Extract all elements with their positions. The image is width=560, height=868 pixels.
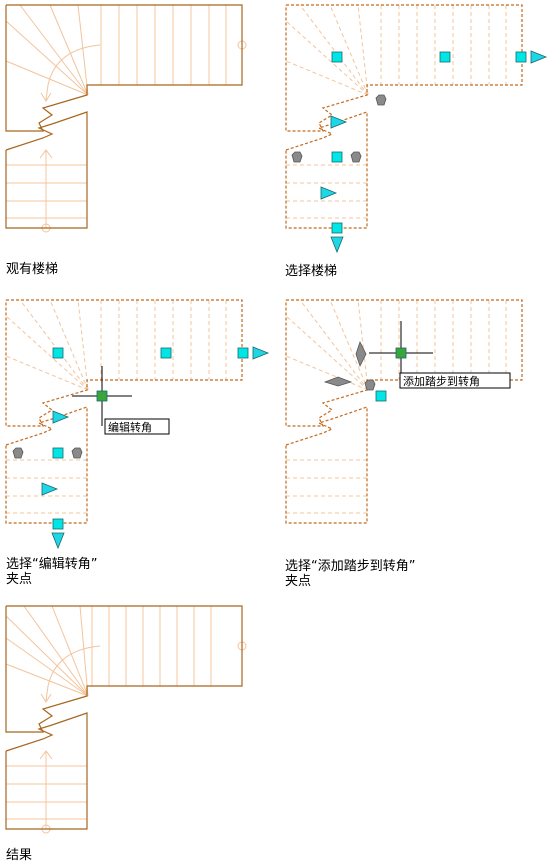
grip-triangle-icon [252,346,270,360]
winder-line [357,4,369,96]
grip-square-icon [439,51,451,63]
winder-line [285,20,369,96]
winder-line [299,299,369,391]
grip-gray-hexagon-icon [323,376,353,387]
stair-outline [5,299,243,524]
walk-arrowhead [40,92,52,102]
winder-line [5,355,89,391]
winder-line [5,315,89,391]
lower-arrowhead [39,149,53,159]
tooltip-add-tread-box [399,372,511,389]
winder-line [357,299,369,391]
tooltip-add-tread: 添加踏步到转角 [403,374,480,388]
stair-edit-corner [5,299,243,524]
grip-triangle-icon [320,186,338,200]
caption-select-add-grip: 选择“添加踏步到转角” 夹点 [285,559,416,589]
winder-line [79,605,89,697]
grip-square-icon [375,390,387,402]
grip-gray-hexagon-icon [375,94,387,106]
tooltip-edit-corner: 编辑转角 [108,420,152,434]
grip-triangle-icon [330,115,348,129]
grip-gray-hexagon-icon [71,447,83,459]
grip-triangle-icon [41,482,59,496]
grip-square-icon [331,222,343,234]
winder-line [19,299,89,391]
winder-line [51,605,89,697]
winder-line [5,60,89,96]
winder-line [49,4,89,96]
caption-select-edit-grip: 选择“编辑转角” 夹点 [6,557,98,587]
grip-gray-hexagon-icon [12,447,24,459]
grip-gray-hexagon-icon [364,379,376,391]
grip-square-icon [331,151,343,163]
walk-line [45,645,101,702]
winder-line [49,299,89,391]
winder-line [5,615,89,697]
winder-line [299,4,369,96]
winder-line [5,20,89,96]
grip-gray-hexagon-icon [291,151,303,163]
caption-select-stair: 选择楼梯 [285,264,338,279]
caption-result: 结果 [6,848,33,863]
grip-triangle-icon [51,532,65,550]
grip-square-icon [515,51,527,63]
winder-line [285,315,369,391]
tooltip-edit-corner-box [104,418,170,435]
winder-line [19,4,89,96]
lower-arrowhead [39,750,53,760]
winder-line [77,299,89,391]
winder-line [285,355,369,391]
grip-square-icon [52,347,64,359]
winder-line [5,663,89,697]
winder-line [5,637,89,697]
grip-square-icon [237,347,249,359]
stair-outline [285,299,523,524]
winder-line [23,605,89,697]
stair-result [5,605,247,834]
grip-triangle-icon [330,236,344,254]
grip-gray-hexagon-icon [355,340,367,368]
grip-square-icon [331,51,343,63]
stair-add-tread [285,299,523,524]
grip-square-icon [96,390,108,402]
grip-gray-hexagon-icon [350,151,362,163]
grip-triangle-icon [52,410,70,424]
walk-line [45,44,101,101]
walk-arrowhead [40,693,52,703]
winder-line [329,299,369,391]
grip-square-icon [52,447,64,459]
winder-line [285,60,369,96]
winder-line [329,4,369,96]
grip-square-icon [395,347,407,359]
grip-square-icon [52,518,64,530]
stair-existing [5,4,247,233]
grip-square-icon [160,347,172,359]
stair-outline [5,4,243,229]
caption-existing-stair: 观有楼梯 [6,262,59,277]
stair-outline [5,605,243,830]
winder-line [77,4,89,96]
grip-triangle-icon [530,50,548,64]
